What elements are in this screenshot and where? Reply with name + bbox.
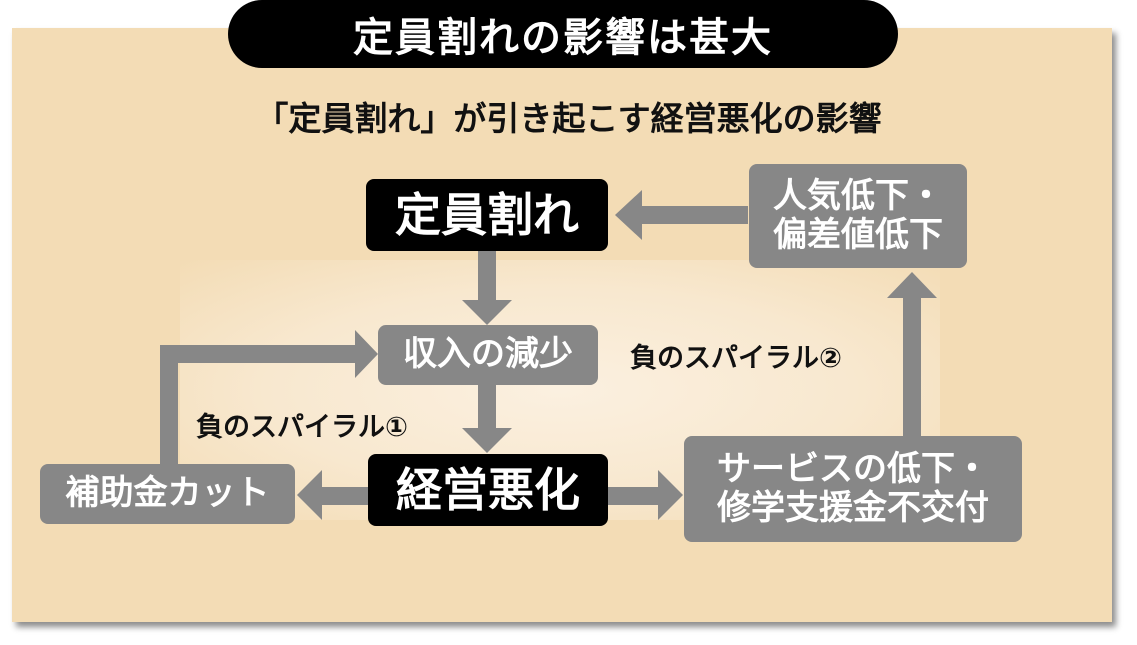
- arrow-shaft-keiei-to-service: [608, 487, 660, 505]
- node-teiin-ware-text: 定員割れ: [395, 187, 579, 242]
- label-spiral-1: 負のスパイラル①: [196, 412, 408, 443]
- arrow-shaft-teiin-to-shunyu: [478, 250, 496, 302]
- subtitle: 「定員割れ」が引き起こす経営悪化の影響: [255, 99, 882, 138]
- node-keiei-akka-text: 経営悪化: [396, 462, 580, 517]
- arrow-head-hojokin-to-shunyu: [355, 330, 378, 378]
- arrow-head-ninki-to-teiin: [615, 190, 642, 240]
- node-ninki-line2: 偏差値低下: [773, 215, 943, 255]
- arrow-head-service-to-ninki: [887, 272, 937, 298]
- arrow-head-teiin-to-shunyu: [462, 300, 512, 325]
- title-banner: 定員割れの影響は甚大: [228, 0, 898, 68]
- node-shunyu-gensho: 収入の減少: [378, 325, 598, 385]
- arrow-head-keiei-to-service: [658, 470, 683, 520]
- node-keiei-akka: 経営悪化: [368, 454, 608, 526]
- arrow-head-keiei-to-hojokin: [297, 470, 322, 520]
- arrow-shaft-shunyu-to-keiei: [478, 385, 496, 430]
- node-shunyu-gensho-text: 収入の減少: [403, 334, 573, 375]
- arrow-shaft-keiei-to-hojokin: [320, 487, 368, 505]
- arrow-head-shunyu-to-keiei: [462, 428, 512, 453]
- arrow-shaft-hojokin-right: [160, 345, 357, 363]
- arrow-shaft-service-to-ninki: [903, 295, 921, 437]
- node-hojokin-cut-text: 補助金カット: [65, 473, 270, 514]
- title-text: 定員割れの影響は甚大: [353, 15, 773, 61]
- node-service-teika: サービスの低下・ 修学支援金不交付: [684, 436, 1022, 542]
- arrow-shaft-hojokin-up: [160, 345, 178, 467]
- label-spiral-2: 負のスパイラル②: [630, 343, 842, 374]
- arrow-shaft-ninki-to-teiin: [640, 206, 748, 224]
- node-teiin-ware: 定員割れ: [366, 179, 608, 251]
- node-ninki-line1: 人気低下・: [773, 175, 943, 216]
- node-service-line1: サービスの低下・: [717, 448, 989, 489]
- node-ninki-teika: 人気低下・ 偏差値低下: [749, 164, 967, 268]
- node-hojokin-cut: 補助金カット: [40, 464, 295, 524]
- node-service-line2: 修学支援金不交付: [717, 488, 989, 528]
